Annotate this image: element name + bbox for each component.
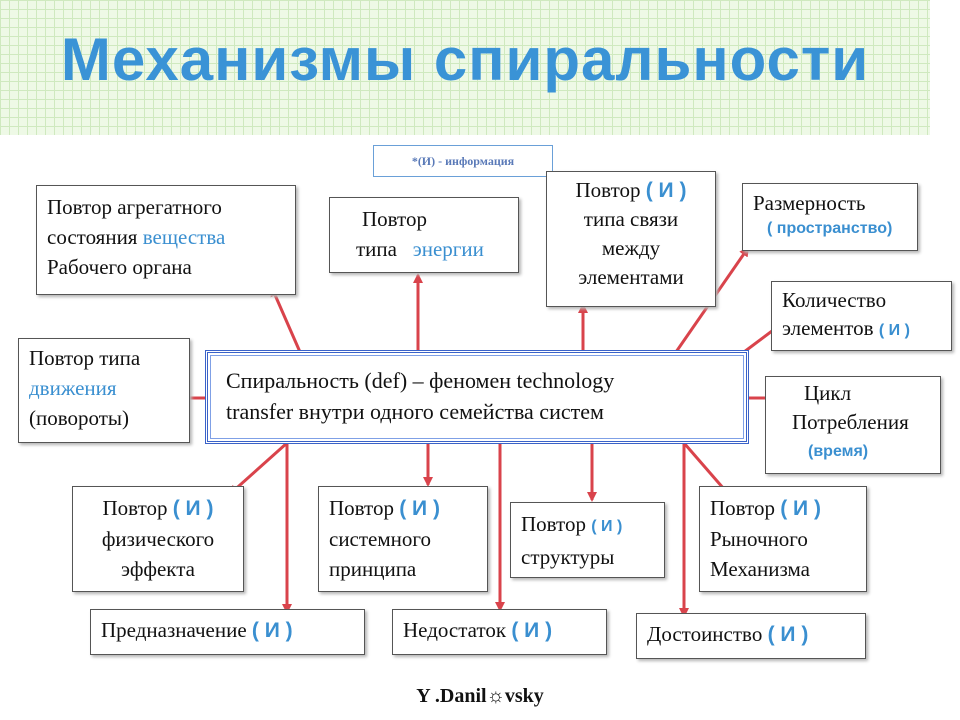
box-text: Повтор [362,207,427,231]
box-text: элементами [578,265,684,289]
box-text: Повтор [102,496,168,520]
center-text: transfer внутри одного семейства систем [226,399,604,424]
box-text: Недостаток [403,618,507,642]
box-text: Повтор ( И ) [710,493,856,524]
info-tag: ( И ) [399,497,440,520]
accent-text: (время) [808,443,869,460]
box-text: состояния вещества [47,222,285,252]
box-text: Повтор ( И ) [557,176,705,205]
box-element-count: Количество элементов ( И ) [771,281,952,351]
box-system-principle: Повтор ( И ) системного принципа [318,486,488,592]
arrow-to-physical [228,441,289,496]
box-text: элементов [782,316,874,340]
info-tag: ( И ) [511,619,553,642]
legend-note: *(И) - информация [373,145,553,177]
box-text: системного [329,527,431,551]
box-merit: Достоинство ( И ) [636,613,866,659]
info-tag: ( И ) [780,497,821,520]
box-text: физического [101,527,215,551]
accent-text: движения [29,376,117,400]
page-title: Механизмы спиральности [60,26,870,93]
box-motion-type: Повтор типа движения (повороты) [18,338,190,443]
box-text: Механизма [710,557,810,581]
box-text: Цикл [804,381,852,405]
box-text: состояния [47,225,138,249]
box-text: типа [356,237,397,261]
box-dimension: Размерность ( пространство) [742,183,918,251]
box-energy-type: Повтор типа энергии [329,197,519,273]
box-text: типа энергии [356,234,508,264]
box-text: Повтор ( И ) [329,493,477,524]
box-text: Достоинство [647,622,763,646]
box-purpose: Предназначение ( И ) [90,609,365,655]
center-text: Спиральность (def) – феномен technology [226,368,615,393]
box-text: Повтор ( И ) [83,493,233,524]
box-text: принципа [329,557,417,581]
box-text: Повтор [329,496,394,520]
box-text: Количество [782,288,887,312]
box-text: структуры [521,545,615,569]
box-consumption-cycle: Цикл Потребления (время) [765,376,941,474]
box-text: Повтор типа [29,346,141,370]
info-tag: ( И ) [172,497,214,520]
info-tag: ( И ) [251,619,293,642]
box-text: Размерность [753,191,866,215]
box-market-mechanism: Повтор ( И ) Рыночного Механизма [699,486,867,592]
central-definition: Спиральность (def) – феномен technology … [205,350,749,444]
box-text: Предназначение [101,618,247,642]
box-text: Повтор [521,512,586,536]
info-tag: ( И ) [591,518,623,535]
box-text: Рыночного [710,527,808,551]
box-shortcoming: Недостаток ( И ) [392,609,607,655]
accent-text: ( пространство) [767,220,893,237]
box-physical-effect: Повтор ( И ) физического эффекта [72,486,244,592]
accent-text: вещества [142,225,226,249]
box-text: типа связи [583,207,679,231]
box-text: Повтор агрегатного [47,195,222,219]
info-tag: ( И ) [767,623,809,646]
box-text: Повтор [575,178,641,202]
box-text: эффекта [121,557,195,581]
box-text: Повтор ( И ) [521,509,654,542]
box-text: между [601,236,661,260]
box-relation-type: Повтор ( И ) типа связи между элементами [546,171,716,307]
info-tag: ( И ) [645,179,687,202]
info-tag: ( И ) [878,322,910,339]
box-text: Потребления [792,410,909,434]
arrow-to-aggregate [270,286,302,353]
box-aggregate-state: Повтор агрегатного состояния вещества Ра… [36,185,296,295]
box-text: Повтор [710,496,775,520]
title-banner [0,0,930,135]
accent-text: энергии [412,237,484,261]
author-signature: Y .Danil☼vsky [416,685,544,707]
box-text: (повороты) [29,406,130,430]
box-text: элементов ( И ) [782,314,941,345]
box-structure: Повтор ( И ) структуры [510,502,665,578]
box-text: Рабочего органа [47,255,192,279]
